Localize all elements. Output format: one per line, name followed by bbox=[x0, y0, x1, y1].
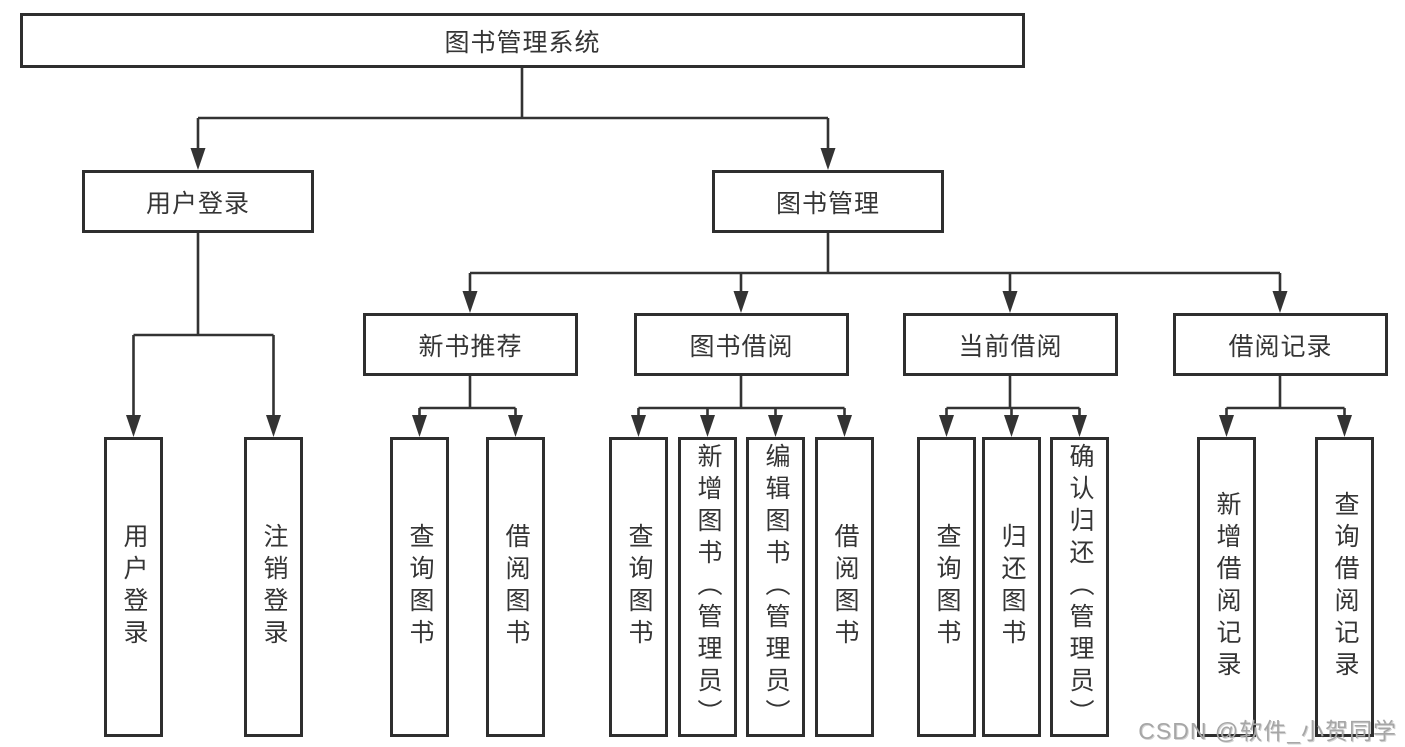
leaf-label: 归还图书 bbox=[998, 523, 1026, 651]
arrowhead bbox=[1002, 291, 1018, 313]
leaf-add-book-admin: 新增图书（管理员） bbox=[678, 437, 737, 737]
leaf-logout: 注销登录 bbox=[244, 437, 303, 737]
node-book-borrowing: 图书借阅 bbox=[634, 313, 849, 376]
leaf-query-book-3: 查询图书 bbox=[917, 437, 976, 737]
leaf-confirm-return-admin: 确认归还（管理员） bbox=[1050, 437, 1109, 737]
arrowhead bbox=[1272, 291, 1288, 313]
leaf-label: 用户登录 bbox=[120, 523, 148, 651]
leaf-borrow-book-1: 借阅图书 bbox=[486, 437, 545, 737]
arrowhead bbox=[266, 415, 281, 437]
node-label: 借阅记录 bbox=[1228, 332, 1333, 361]
node-current-borrowing: 当前借阅 bbox=[903, 313, 1118, 376]
leaf-label: 借阅图书 bbox=[831, 523, 859, 651]
node-label: 新书推荐 bbox=[418, 332, 523, 361]
node-label: 用户登录 bbox=[145, 189, 250, 218]
leaf-query-book-2: 查询图书 bbox=[609, 437, 668, 737]
arrowhead bbox=[1072, 415, 1087, 437]
arrowhead bbox=[1337, 415, 1352, 437]
leaf-borrow-book-2: 借阅图书 bbox=[815, 437, 874, 737]
arrowhead bbox=[939, 415, 954, 437]
leaf-query-book-1: 查询图书 bbox=[390, 437, 449, 737]
csdn-watermark: CSDN @软件_小贺同学 bbox=[1138, 718, 1397, 744]
leaf-label: 新增借阅记录 bbox=[1213, 491, 1241, 683]
arrowhead bbox=[412, 415, 427, 437]
leaf-label: 查询图书 bbox=[625, 523, 653, 651]
leaf-return-book: 归还图书 bbox=[982, 437, 1041, 737]
leaf-label: 借阅图书 bbox=[502, 523, 530, 651]
arrowhead bbox=[1004, 415, 1019, 437]
leaf-label: 查询图书 bbox=[406, 523, 434, 651]
leaf-edit-book-admin: 编辑图书（管理员） bbox=[746, 437, 805, 737]
arrowhead bbox=[768, 415, 783, 437]
node-library-management-system: 图书管理系统 bbox=[20, 13, 1025, 68]
arrowhead bbox=[631, 415, 646, 437]
leaf-label: 确认归还（管理员） bbox=[1066, 443, 1094, 731]
arrowhead bbox=[820, 148, 836, 170]
arrowhead bbox=[1219, 415, 1234, 437]
arrowhead bbox=[190, 148, 206, 170]
node-borrowing-records: 借阅记录 bbox=[1173, 313, 1388, 376]
arrowhead bbox=[462, 291, 478, 313]
node-user-login: 用户登录 bbox=[82, 170, 314, 233]
leaf-label: 查询借阅记录 bbox=[1331, 491, 1359, 683]
leaf-query-borrow-record: 查询借阅记录 bbox=[1315, 437, 1374, 737]
arrowhead bbox=[508, 415, 523, 437]
leaf-label: 查询图书 bbox=[933, 523, 961, 651]
leaf-add-borrow-record: 新增借阅记录 bbox=[1197, 437, 1256, 737]
node-label: 图书管理 bbox=[775, 189, 880, 218]
arrowhead bbox=[837, 415, 852, 437]
node-label: 图书借阅 bbox=[689, 332, 794, 361]
arrowhead bbox=[700, 415, 715, 437]
leaf-user-login: 用户登录 bbox=[104, 437, 163, 737]
arrowhead bbox=[733, 291, 749, 313]
leaf-label: 注销登录 bbox=[260, 523, 288, 651]
node-label: 当前借阅 bbox=[958, 332, 1063, 361]
node-new-book-recommend: 新书推荐 bbox=[363, 313, 578, 376]
node-book-management: 图书管理 bbox=[712, 170, 944, 233]
node-label: 图书管理系统 bbox=[444, 28, 601, 57]
leaf-label: 编辑图书（管理员） bbox=[762, 443, 790, 731]
arrowhead bbox=[126, 415, 141, 437]
leaf-label: 新增图书（管理员） bbox=[694, 443, 722, 731]
